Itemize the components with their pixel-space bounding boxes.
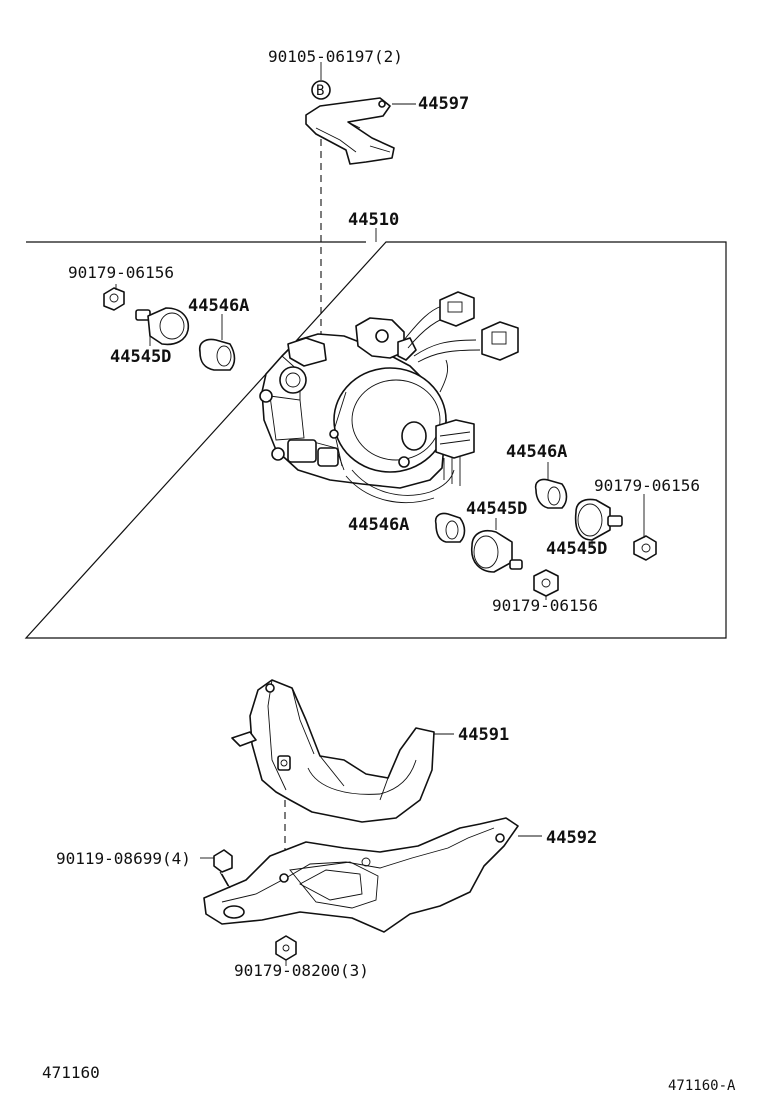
- label-44510: 44510: [348, 210, 399, 230]
- label-bolt-top: 90105-06197(2): [268, 47, 403, 66]
- reference-code: 471160-A: [668, 1078, 736, 1094]
- cushion-44545D-center: [470, 530, 523, 573]
- nut-low: [275, 935, 297, 961]
- cushion-44546A-left-lower: [434, 512, 466, 543]
- label-nut-bottom: 90179-06156: [492, 596, 598, 615]
- label-44546A-right: 44546A: [506, 442, 567, 462]
- label-44597: 44597: [418, 94, 469, 114]
- nut-right: [633, 535, 657, 561]
- actuator-body: [259, 291, 519, 503]
- bolt-left: [213, 849, 233, 889]
- label-nut-upper-left: 90179-06156: [68, 263, 174, 282]
- label-bolt-left: 90119-08699(4): [56, 849, 191, 868]
- label-44545D-center: 44545D: [466, 499, 527, 519]
- label-44545D-upper-left: 44545D: [110, 347, 171, 367]
- bracket-44591: [231, 679, 435, 823]
- nut-bottom: [533, 569, 559, 597]
- cushion-44545D-right: [574, 498, 623, 541]
- label-nut-low: 90179-08200(3): [234, 961, 369, 980]
- label-44591: 44591: [458, 725, 509, 745]
- bracket-44592: [203, 817, 519, 933]
- bracket-44597: [305, 97, 395, 165]
- label-44546A-upper-left: 44546A: [188, 296, 249, 316]
- cushion-44545D-upper-left: [135, 307, 190, 346]
- page-code: 471160: [42, 1063, 100, 1082]
- label-44592: 44592: [546, 828, 597, 848]
- label-44545D-right: 44545D: [546, 539, 607, 559]
- label-44546A-left-lower: 44546A: [348, 515, 409, 535]
- marker-b-circle: [311, 80, 331, 100]
- label-nut-right: 90179-06156: [594, 476, 700, 495]
- nut-upper-left: [103, 287, 125, 311]
- cushion-44546A-right: [534, 478, 568, 509]
- cushion-44546A-upper-left: [198, 338, 236, 371]
- marker-b-text: B: [316, 83, 324, 99]
- assembly-frame: [24, 241, 727, 639]
